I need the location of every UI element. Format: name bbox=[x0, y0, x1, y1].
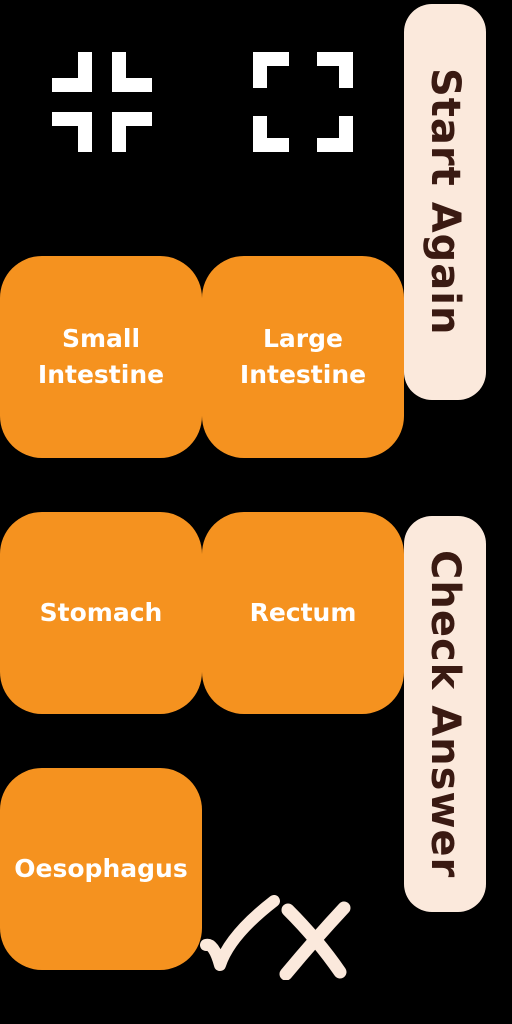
start-again-button[interactable]: Start Again bbox=[404, 4, 486, 400]
start-again-label: Start Again bbox=[422, 68, 468, 336]
card-label: Oesophagus bbox=[14, 854, 188, 883]
expand-fullscreen-icon[interactable] bbox=[253, 52, 353, 152]
card-rectum[interactable]: Rectum bbox=[202, 512, 404, 714]
check-answer-button[interactable]: Check Answer bbox=[404, 516, 486, 912]
card-label: Rectum bbox=[249, 598, 357, 627]
card-oesophagus[interactable]: Oesophagus bbox=[0, 768, 202, 970]
card-large-intestine[interactable]: Large Intestine bbox=[202, 256, 404, 458]
cross-icon[interactable] bbox=[278, 900, 352, 980]
card-small-intestine[interactable]: Small Intestine bbox=[0, 256, 202, 458]
checkmark-icon[interactable] bbox=[200, 895, 282, 981]
card-label: Small Intestine bbox=[37, 324, 165, 389]
card-stomach[interactable]: Stomach bbox=[0, 512, 202, 714]
check-answer-label: Check Answer bbox=[422, 549, 468, 879]
card-label: Stomach bbox=[39, 598, 163, 627]
collapse-fullscreen-icon[interactable] bbox=[52, 52, 152, 152]
card-label: Large Intestine bbox=[239, 324, 367, 389]
